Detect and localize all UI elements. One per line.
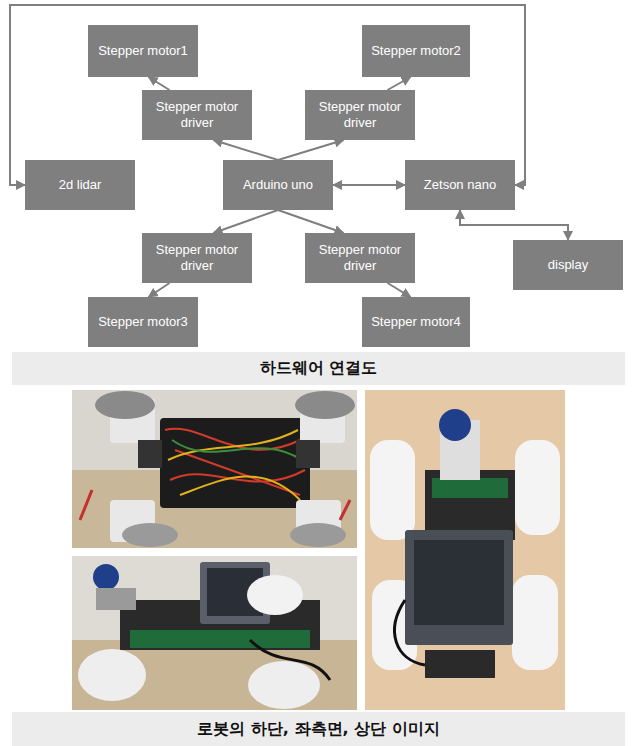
driver-box: Stepper motor driver [142,90,252,140]
connector-arrow [388,77,411,90]
driver-box: Stepper motor driver [305,90,415,140]
display-box: display [513,240,623,290]
connector-arrow [278,140,344,160]
caption-band: 하드웨어 연결도 [12,352,625,385]
motor-box: Stepper motor2 [362,25,470,77]
box-label: 2d lidar [59,177,102,193]
caption-text: 로봇의 하단, 좌측면, 상단 이미지 [197,719,439,740]
box-label: Stepper motor driver [148,99,246,131]
caption-text: 하드웨어 연결도 [260,358,378,379]
connector-arrow [214,140,279,160]
driver-box: Stepper motor driver [142,233,252,283]
photo-top [365,390,565,710]
connector-arrow [460,210,568,240]
box-label: Stepper motor3 [98,314,188,330]
motor-box: Stepper motor4 [362,297,470,347]
connector-arrow [333,184,405,186]
box-label: Stepper motor driver [311,99,409,131]
caption-band: 로봇의 하단, 좌측면, 상단 이미지 [12,712,625,746]
connector-arrow [278,210,344,233]
photo-bottom [72,390,357,548]
controller-box: Arduino uno [223,160,333,210]
connector-arrow [149,77,170,90]
motor-box: Stepper motor1 [88,25,198,77]
connector-arrow [388,283,411,297]
box-label: display [548,257,588,273]
box-label: Arduino uno [243,177,313,193]
connector-arrow [214,210,279,233]
photo-side [72,556,357,710]
connector-arrow [10,5,525,185]
box-label: Zetson nano [424,177,496,193]
box-label: Stepper motor1 [98,43,188,59]
driver-box: Stepper motor driver [305,233,415,283]
box-label: Stepper motor driver [311,242,409,274]
box-label: Stepper motor driver [148,242,246,274]
lidar-box: 2d lidar [25,160,135,210]
computer-box: Zetson nano [405,160,515,210]
box-label: Stepper motor4 [371,314,461,330]
motor-box: Stepper motor3 [88,297,198,347]
connector-arrow [149,283,170,297]
box-label: Stepper motor2 [371,43,461,59]
